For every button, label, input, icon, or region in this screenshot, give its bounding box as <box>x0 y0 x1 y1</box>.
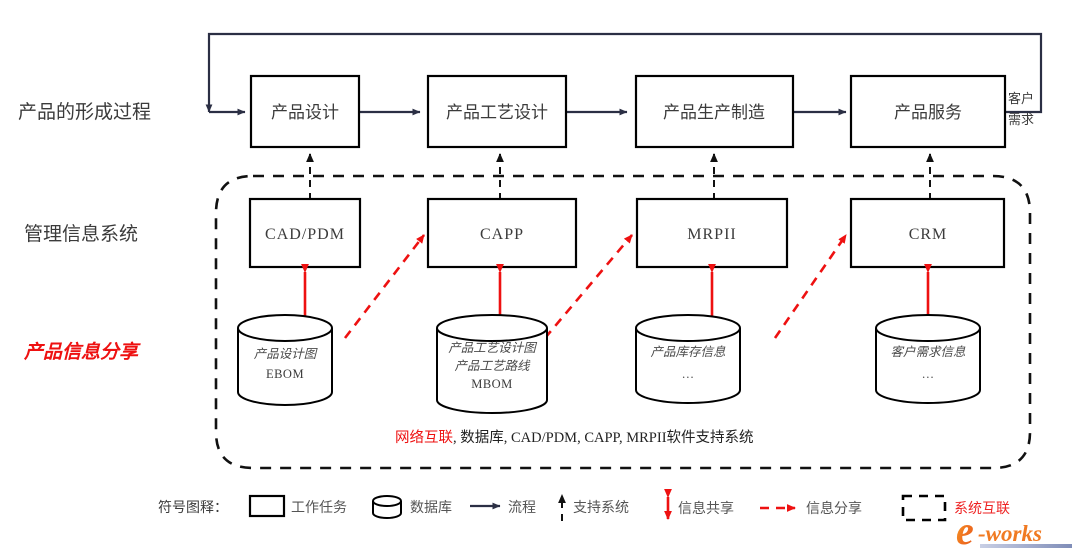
feedback-loop-path <box>205 32 1043 114</box>
feedback-label-line1: 客户 <box>1008 91 1034 106</box>
system-box-label: CAPP <box>480 226 524 243</box>
cylinder-icon <box>372 495 402 519</box>
row-label-management-info-system: 管理信息系统 <box>24 223 138 245</box>
process-box-product-design[interactable]: 产品设计 <box>249 74 361 149</box>
legend-item-label: 工作任务 <box>291 500 347 516</box>
eworks-logo-e: e <box>956 508 974 552</box>
support-line-rest: , 数据库, CAD/PDM, CAPP, MRPII软件支持系统 <box>453 429 754 446</box>
database-inventory[interactable]: 产品库存信息 … <box>635 314 741 404</box>
database-line: MBOM <box>471 377 513 391</box>
system-box-label: MRPII <box>687 226 736 243</box>
legend-item-info-share-bi: 信息共享 <box>664 489 734 520</box>
database-line: 产品库存信息 <box>650 345 726 359</box>
rectangle-icon <box>248 494 286 518</box>
database-line: 客户需求信息 <box>890 345 966 359</box>
system-box-cad-pdm[interactable]: CAD/PDM <box>248 197 362 269</box>
feedback-label: 客户 需求 <box>1008 91 1034 127</box>
legend-item-system-interconnect: 系统互联 <box>901 494 1010 522</box>
legend-item-label: 数据库 <box>410 500 452 516</box>
feedback-label-line2: 需求 <box>1008 112 1034 127</box>
legend-item-database: 数据库 <box>372 495 452 519</box>
legend: 符号图释： 工作任务 数据库 流程 支持 <box>158 489 1010 522</box>
eworks-logo-bar <box>980 544 1072 548</box>
dashed-box-icon <box>901 494 947 522</box>
database-line: … <box>922 367 933 381</box>
database-line: … <box>682 367 693 381</box>
legend-item-flow: 流程 <box>470 500 536 516</box>
legend-item-label: 信息共享 <box>678 500 734 517</box>
system-box-label: CAD/PDM <box>265 226 345 243</box>
system-box-label: CRM <box>909 226 948 243</box>
process-box-product-process-design[interactable]: 产品工艺设计 <box>426 74 568 149</box>
legend-item-info-share-dashed: 信息分享 <box>760 500 862 517</box>
database-customer[interactable]: 客户需求信息 … <box>875 314 981 404</box>
legend-item-support-system: 支持系统 <box>558 494 629 521</box>
system-box-crm[interactable]: CRM <box>849 197 1006 269</box>
system-box-capp[interactable]: CAPP <box>426 197 578 269</box>
legend-item-label: 流程 <box>508 500 536 516</box>
database-line: EBOM <box>266 367 304 381</box>
info-sharing-dashed-arrows <box>343 234 848 339</box>
row-label-formation-process: 产品的形成过程 <box>18 101 151 123</box>
legend-title: 符号图释： <box>158 500 228 516</box>
process-box-label: 产品设计 <box>271 103 339 122</box>
process-box-label: 产品服务 <box>894 103 962 122</box>
support-line-highlight: 网络互联 <box>395 429 453 446</box>
legend-item-label: 支持系统 <box>573 500 629 516</box>
legend-item-work-task: 工作任务 <box>248 494 347 518</box>
system-interconnect-boundary <box>214 174 1032 470</box>
database-line: 产品设计图 <box>254 347 318 361</box>
support-system-line: 网络互联, 数据库, CAD/PDM, CAPP, MRPII软件支持系统 <box>395 429 754 446</box>
process-box-label: 产品工艺设计 <box>446 103 548 122</box>
eworks-logo-text: -works <box>978 521 1042 546</box>
database-line: 产品工艺设计图 <box>448 341 537 355</box>
database-ebom[interactable]: 产品设计图 EBOM <box>237 314 333 406</box>
row-label-product-info-sharing: 产品信息分享 <box>23 341 141 363</box>
legend-item-label: 系统互联 <box>954 501 1010 517</box>
process-box-product-service[interactable]: 产品服务 <box>849 74 1007 149</box>
system-box-mrpii[interactable]: MRPII <box>635 197 789 269</box>
legend-item-label: 信息分享 <box>806 500 862 517</box>
process-box-product-manufacturing[interactable]: 产品生产制造 <box>634 74 795 149</box>
database-line: 产品工艺路线 <box>454 359 531 373</box>
eworks-logo: e -works <box>956 508 1072 552</box>
database-mbom[interactable]: 产品工艺设计图 产品工艺路线 MBOM <box>436 314 548 414</box>
process-box-label: 产品生产制造 <box>663 103 765 122</box>
info-share-double-arrows <box>301 264 932 327</box>
